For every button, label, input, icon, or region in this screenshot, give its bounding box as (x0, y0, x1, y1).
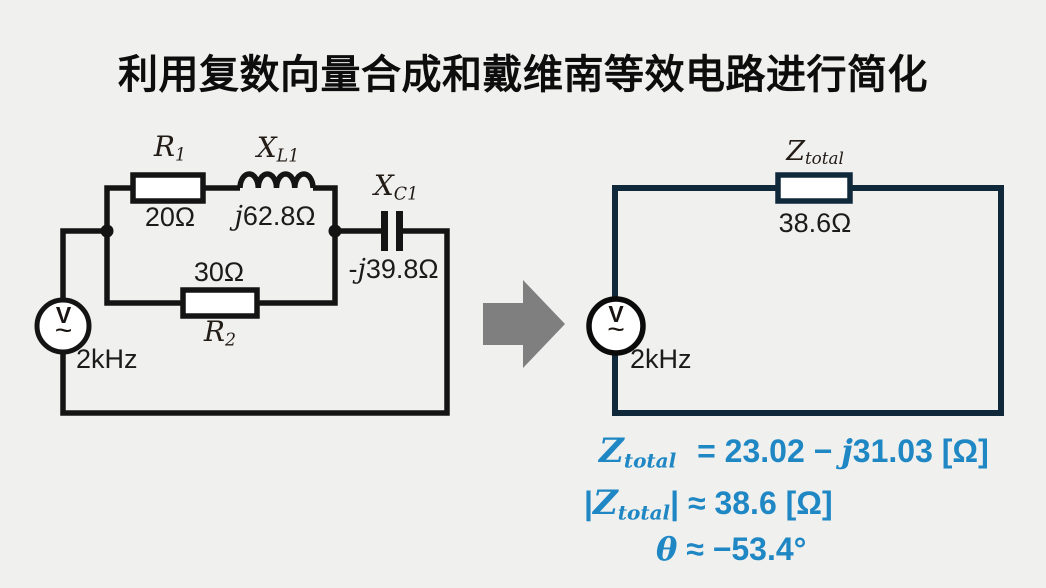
junction-dot-left (100, 224, 114, 238)
label-xl1: XL1 (256, 131, 300, 167)
voltage-v-glyph: V (55, 302, 72, 328)
label-r2: R2 (203, 315, 237, 351)
resistor-r1-body (130, 172, 206, 204)
junction-dot-right (328, 224, 342, 238)
ztotal-resistor-body (775, 172, 853, 204)
ac-source-symbol-left: V ~ (45, 302, 82, 347)
ac-source-circle-right (586, 296, 646, 356)
equation-theta: θ ≈ −53.4° (656, 530, 807, 568)
inductor-coil (237, 171, 316, 189)
label-xc1: XC1 (373, 169, 419, 205)
label-ztotal: Ztotal (786, 136, 844, 169)
value-ztotal: 38.6Ω (778, 208, 852, 238)
source-freq-left: 2kHz (76, 344, 138, 374)
sine-wave-glyph: ~ (607, 313, 625, 346)
wire-path (60, 185, 450, 416)
original-circuit-diagram (34, 171, 450, 416)
right-arrow-icon (483, 280, 565, 368)
equation-ztotal-magnitude: |Ztotal| ≈ 38.6 [Ω] (584, 483, 833, 525)
value-r1: 20Ω (144, 202, 196, 232)
ac-source-circle-left (34, 297, 92, 355)
equivalent-circuit-diagram (586, 172, 1004, 416)
value-xc1: -j39.8Ω (348, 254, 439, 285)
sine-wave-glyph: ~ (54, 314, 73, 347)
arrow-shape (483, 280, 565, 368)
ac-source-symbol-right: V ~ (597, 301, 635, 346)
source-freq-right: 2kHz (630, 344, 692, 374)
label-r1: R1 (153, 130, 187, 166)
equation-ztotal-complex: Ztotal = 23.02 − j31.03 [Ω] (599, 431, 989, 473)
value-r2: 30Ω (193, 257, 245, 287)
voltage-v-glyph: V (608, 301, 624, 327)
resistor-r2-body (180, 287, 260, 319)
value-xl1: j62.8Ω (234, 201, 316, 232)
page-title: 利用复数向量合成和戴维南等效电路进行简化 (118, 53, 928, 97)
wire-path (612, 185, 1004, 416)
